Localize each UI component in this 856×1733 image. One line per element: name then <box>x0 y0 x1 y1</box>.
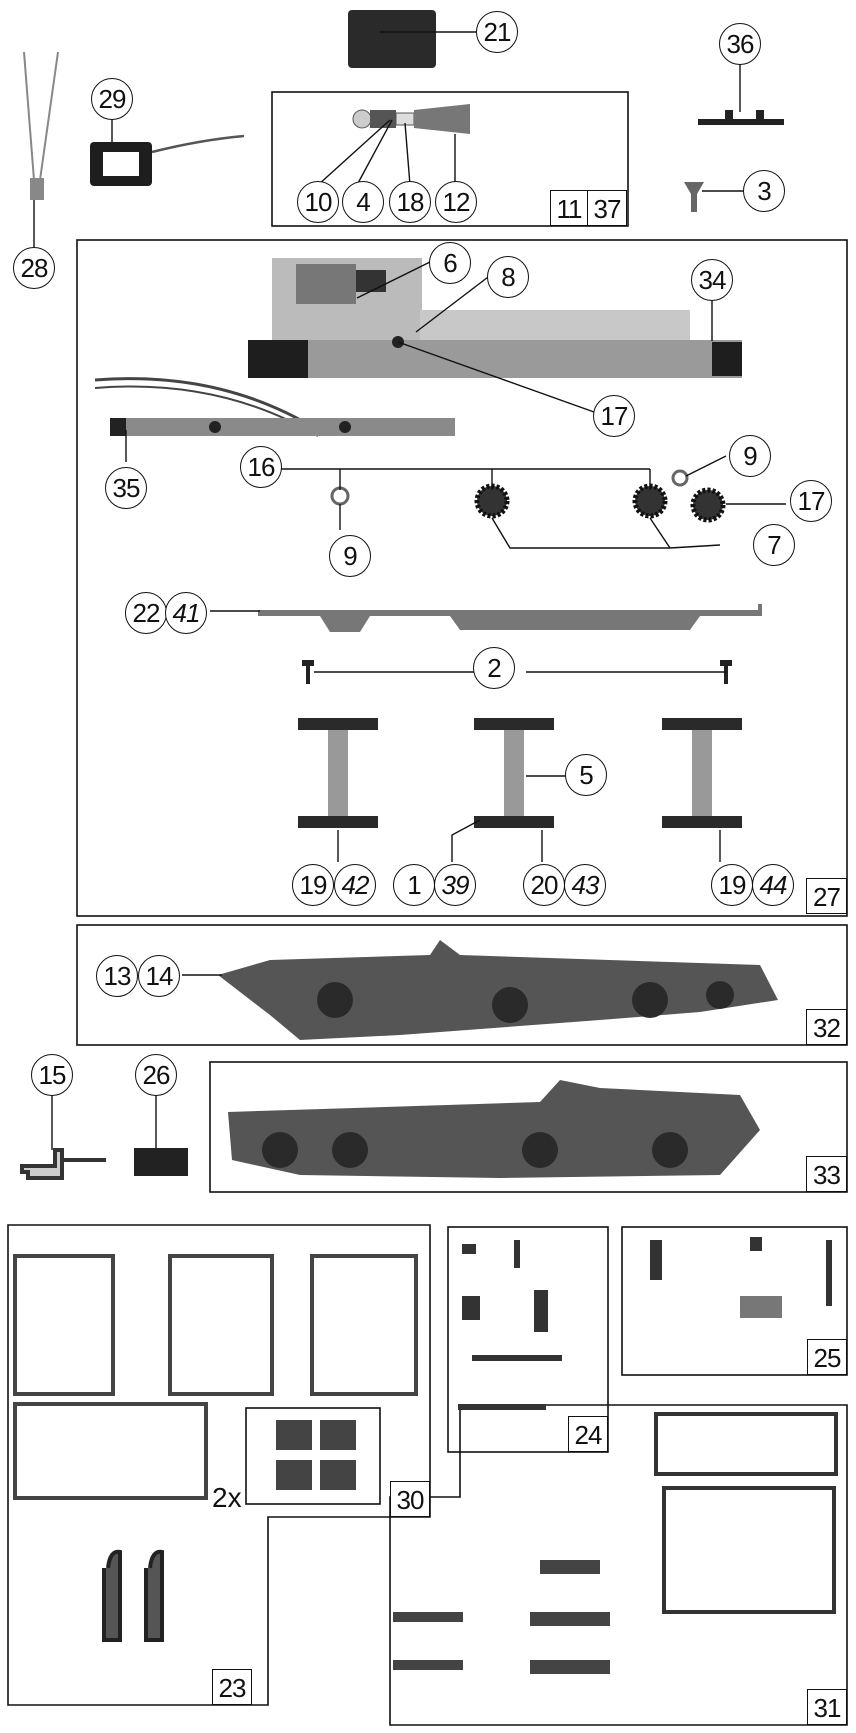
callout-1: 1 <box>393 864 435 906</box>
callout-6: 6 <box>429 242 471 284</box>
callout-18: 18 <box>389 181 431 223</box>
callout-14: 14 <box>138 955 180 997</box>
part-2-screws <box>302 660 732 684</box>
callout-35: 35 <box>105 467 147 509</box>
frame-27 <box>76 239 848 917</box>
frame-33 <box>209 1061 848 1193</box>
frame-2x-inner <box>245 1407 381 1505</box>
callout-41: 41 <box>165 592 207 634</box>
box-33: 33 <box>806 1156 847 1192</box>
callout-13: 13 <box>96 955 138 997</box>
part-spring-assembly <box>352 104 470 134</box>
callout-7: 7 <box>753 524 795 566</box>
callout-20: 20 <box>523 864 565 906</box>
frame-25 <box>621 1226 848 1376</box>
part-25 <box>650 1237 832 1318</box>
part-sprues-30 <box>13 1254 418 1500</box>
callout-43: 43 <box>564 864 606 906</box>
callout-2: 2 <box>473 647 515 689</box>
callout-19a: 19 <box>292 864 334 906</box>
part-28-wire <box>23 51 59 181</box>
frame-32 <box>76 924 848 1046</box>
part-15 <box>20 1148 106 1180</box>
callout-19b: 19 <box>711 864 753 906</box>
callout-17b: 17 <box>790 480 832 522</box>
box-30: 30 <box>390 1481 430 1517</box>
callout-17a: 17 <box>593 395 635 437</box>
callout-15: 15 <box>31 1054 73 1096</box>
part-chassis <box>248 258 742 378</box>
box-27: 27 <box>806 878 847 914</box>
part-gears <box>330 469 726 523</box>
box-24: 24 <box>568 1416 608 1452</box>
callout-34: 34 <box>691 259 733 301</box>
callout-3: 3 <box>743 170 785 212</box>
frame-24 <box>447 1226 609 1453</box>
callout-39: 39 <box>434 864 476 906</box>
part-21 <box>348 10 436 68</box>
callout-10: 10 <box>297 181 339 223</box>
part-26 <box>134 1148 188 1176</box>
callout-29: 29 <box>91 78 133 120</box>
frame-31 <box>389 1404 848 1726</box>
box-23: 23 <box>212 1669 252 1705</box>
box-11: 11 <box>550 190 588 226</box>
frame-30-23 <box>7 1224 431 1706</box>
part-23 <box>102 1549 164 1642</box>
callout-12: 12 <box>435 181 477 223</box>
callout-36: 36 <box>719 23 761 65</box>
frame-11-37 <box>271 91 629 227</box>
callout-21: 21 <box>476 11 518 53</box>
callout-5: 5 <box>565 754 607 796</box>
callout-26: 26 <box>135 1054 177 1096</box>
box-31: 31 <box>807 1689 847 1725</box>
box-25: 25 <box>807 1339 847 1375</box>
part-frame-32 <box>218 940 778 1040</box>
callout-9a: 9 <box>729 435 771 477</box>
callout-16: 16 <box>240 446 282 488</box>
part-35 <box>110 418 455 436</box>
part-28-plug <box>30 178 44 200</box>
callout-4: 4 <box>342 181 384 223</box>
callout-8: 8 <box>487 256 529 298</box>
callout-9b: 9 <box>329 535 371 577</box>
part-3 <box>684 182 704 212</box>
callout-44: 44 <box>752 864 794 906</box>
callout-28: 28 <box>13 247 55 289</box>
callout-42: 42 <box>334 864 376 906</box>
box-32: 32 <box>806 1009 847 1045</box>
box-37: 37 <box>587 190 627 226</box>
part-wheelsets <box>298 718 742 828</box>
part-24 <box>458 1240 562 1410</box>
part-22-plate <box>258 604 762 632</box>
quantity-note: 2x <box>212 1482 242 1513</box>
callout-22: 22 <box>125 592 167 634</box>
part-31 <box>654 1412 838 1614</box>
